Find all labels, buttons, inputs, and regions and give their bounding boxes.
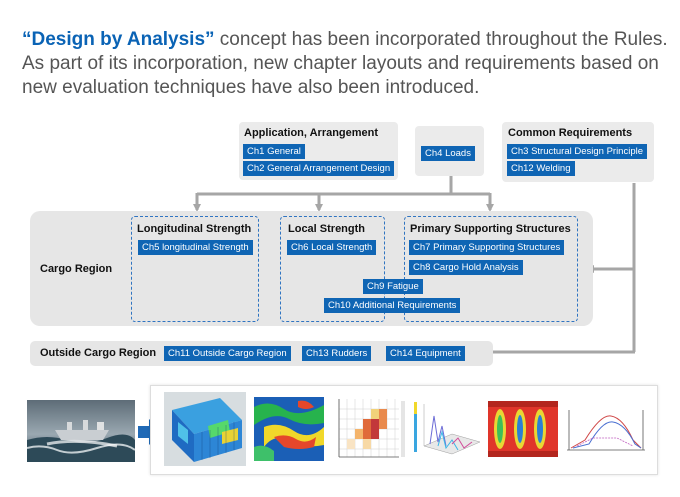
chip-ch11[interactable]: Ch11 Outside Cargo Region: [164, 346, 291, 361]
chip-ch7[interactable]: Ch7 Primary Supporting Structures: [409, 240, 565, 255]
loads-panel: Ch4 Loads: [415, 126, 484, 176]
chip-ch6[interactable]: Ch6 Local Strength: [287, 240, 377, 255]
chip-ch1[interactable]: Ch1 General: [243, 144, 305, 159]
primary-group: [404, 216, 578, 322]
longitudinal-title: Longitudinal Strength: [137, 223, 252, 235]
chip-ch13[interactable]: Ch13 Rudders: [302, 346, 372, 361]
stress-contour: [488, 401, 558, 457]
local-group: [280, 216, 385, 322]
ship-photo: [27, 400, 135, 462]
common-title: Common Requirements: [508, 127, 633, 139]
intro-text: “Design by Analysis” concept has been in…: [22, 28, 672, 100]
scatter-diagram: [327, 395, 409, 467]
wave-map: [254, 397, 324, 461]
chip-ch4[interactable]: Ch4 Loads: [421, 146, 475, 161]
cargo-region-title: Cargo Region: [40, 263, 113, 275]
chip-ch3[interactable]: Ch3 Structural Design Principle: [507, 144, 648, 159]
local-title: Local Strength: [288, 223, 366, 235]
intro-line1: concept has been incorporated throughout…: [214, 29, 668, 50]
chip-ch5[interactable]: Ch5 longitudinal Strength: [138, 240, 253, 255]
intro-highlight: “Design by Analysis”: [22, 29, 215, 50]
primary-title: Primary Supporting Structures: [410, 223, 571, 235]
application-panel: Application, Arrangement Ch1 General Ch2…: [239, 122, 398, 180]
outside-region-title: Outside Cargo Region: [40, 347, 157, 359]
application-title: Application, Arrangement: [244, 127, 379, 139]
chip-ch2[interactable]: Ch2 General Arrangement Design: [243, 161, 395, 176]
intro-line3: new evaluation techniques have also been…: [22, 77, 480, 98]
load-curve-plot: [563, 400, 649, 460]
chip-ch9[interactable]: Ch9 Fatigue: [363, 279, 423, 294]
chip-ch14[interactable]: Ch14 Equipment: [386, 346, 465, 361]
chip-ch12[interactable]: Ch12 Welding: [507, 161, 575, 176]
intro-line2: As part of its incorporation, new chapte…: [22, 53, 659, 74]
fem-hull-model: [164, 392, 246, 466]
chip-ch10[interactable]: Ch10 Additional Requirements: [324, 298, 461, 313]
chip-ch8[interactable]: Ch8 Cargo Hold Analysis: [409, 260, 523, 275]
surface-3d-plot: [412, 396, 484, 462]
longitudinal-group: [131, 216, 259, 322]
common-panel: Common Requirements Ch3 Structural Desig…: [502, 122, 654, 182]
